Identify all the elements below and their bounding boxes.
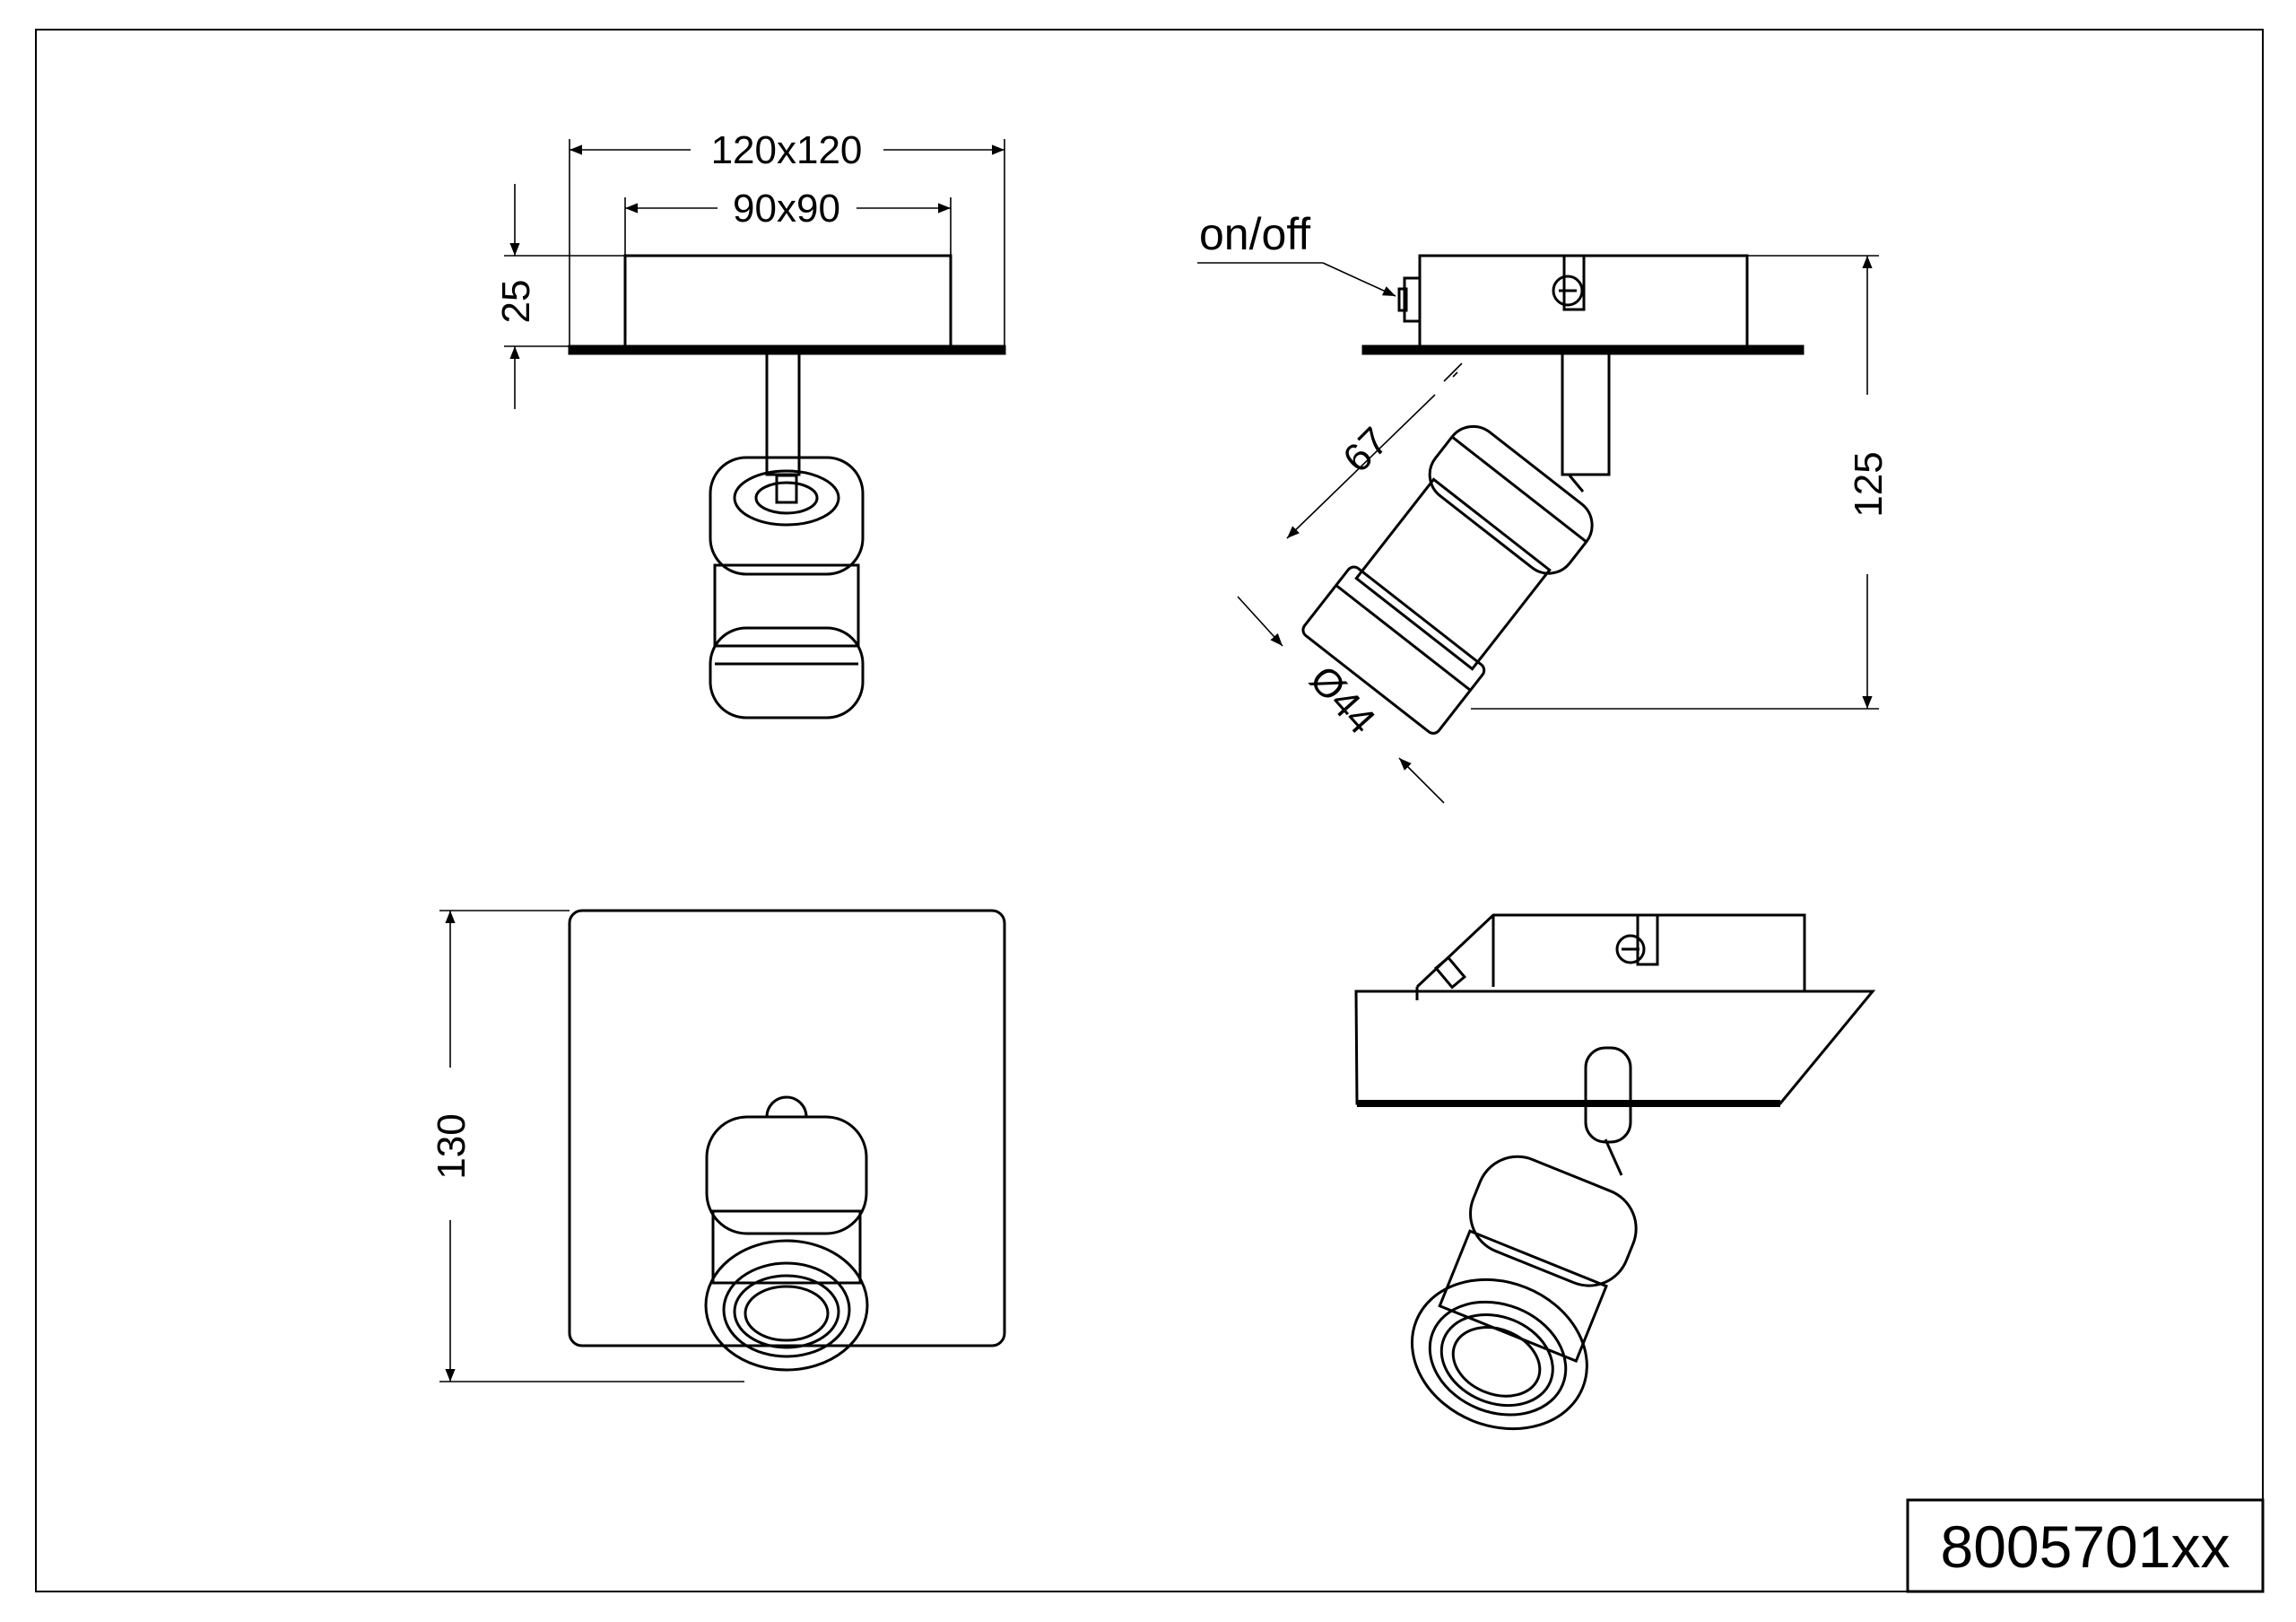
side-stem xyxy=(1561,352,1611,476)
iso-box xyxy=(1415,913,1806,991)
bottom-head-body xyxy=(711,1209,862,1285)
front-head-top-ring xyxy=(733,469,840,527)
title-block xyxy=(1906,1498,2265,1593)
dim-front-box-width: 90x90 xyxy=(733,187,840,231)
front-dimensions xyxy=(504,139,1005,409)
bottom-head-rim xyxy=(704,1239,869,1372)
bottom-plate xyxy=(568,909,1006,1347)
dim-front-plate-width: 120x120 xyxy=(711,128,863,172)
bottom-head-socket xyxy=(722,1261,851,1358)
bottom-view xyxy=(568,909,1006,1372)
dim-side-head-diameter: Ø44 xyxy=(1301,658,1384,743)
part-number: 8005701xx xyxy=(1941,1513,2231,1580)
front-head-upper xyxy=(709,456,865,576)
iso-stem xyxy=(1584,1046,1632,1144)
side-view xyxy=(1301,254,1805,735)
isometric-view xyxy=(1354,913,1876,1431)
drawing-border xyxy=(35,29,2264,1592)
front-pivot xyxy=(775,474,798,504)
side-bracket xyxy=(1562,254,1586,311)
front-view xyxy=(568,254,1006,719)
dim-front-box-height: 25 xyxy=(494,280,538,324)
on-off-leader xyxy=(1197,262,1396,297)
dim-bottom-total-height: 130 xyxy=(430,1113,474,1179)
dim-side-total-height: 125 xyxy=(1847,451,1891,517)
front-head-top-ring-inner xyxy=(754,481,819,515)
label-on-off: on/off xyxy=(1199,209,1310,259)
dim-side-arm-length: 67 xyxy=(1335,419,1396,481)
side-switch xyxy=(1403,276,1422,323)
bottom-head-upper xyxy=(705,1115,868,1235)
side-dimensions xyxy=(1237,255,1879,804)
bottom-dimensions xyxy=(439,910,744,1382)
iso-switch xyxy=(1433,955,1467,990)
side-switch-knob xyxy=(1397,287,1408,312)
side-head xyxy=(1301,424,1594,735)
iso-plate xyxy=(1354,990,1876,1105)
side-screw xyxy=(1552,275,1584,307)
iso-head xyxy=(1410,1155,1638,1431)
front-mount-box xyxy=(623,254,952,348)
front-head-body xyxy=(713,563,860,648)
iso-screw xyxy=(1615,934,1646,964)
front-head-lower xyxy=(709,626,865,719)
